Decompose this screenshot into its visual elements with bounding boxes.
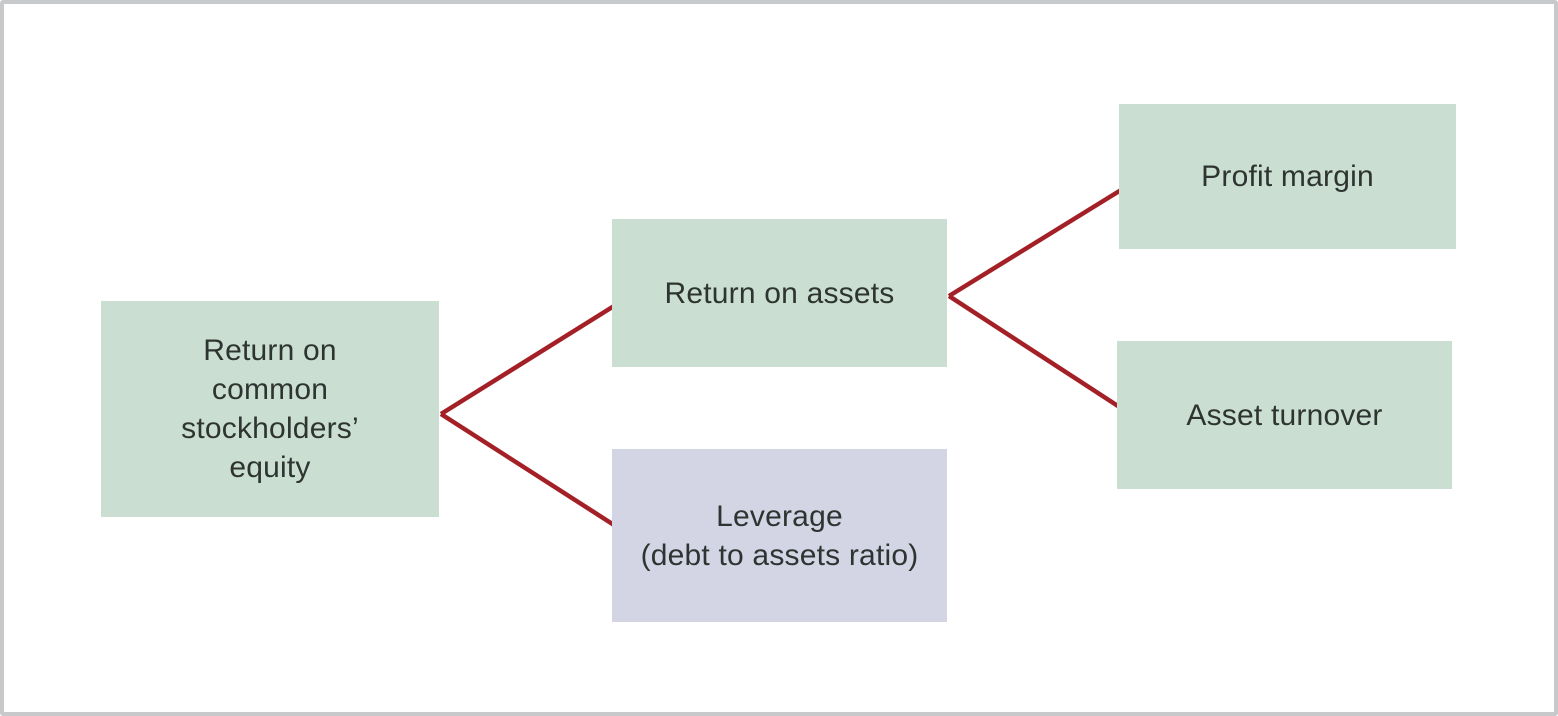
node-label: Profit margin	[1201, 160, 1374, 193]
node-label: Asset turnover	[1186, 398, 1383, 432]
node-label: Leverage (debt to assets ratio)	[640, 499, 919, 572]
node-label: Return on assets	[664, 276, 895, 310]
connector-roa-to-asset-turnover	[947, 294, 1123, 410]
connector-roe-to-roa	[439, 304, 616, 416]
node-asset-turnover: Asset turnover	[1117, 341, 1452, 489]
node-label: Return on common stockholders’ equity	[181, 334, 359, 484]
node-return-on-common-stockholders-equity: Return on common stockholders’ equity	[101, 301, 439, 517]
node-leverage-debt-to-assets-ratio: Leverage (debt to assets ratio)	[612, 449, 947, 622]
node-return-on-assets: Return on assets	[612, 219, 947, 367]
connector-roe-to-leverage	[439, 412, 616, 527]
connector-roa-to-profit-margin	[947, 188, 1123, 298]
node-profit-margin: Profit margin	[1119, 104, 1456, 249]
